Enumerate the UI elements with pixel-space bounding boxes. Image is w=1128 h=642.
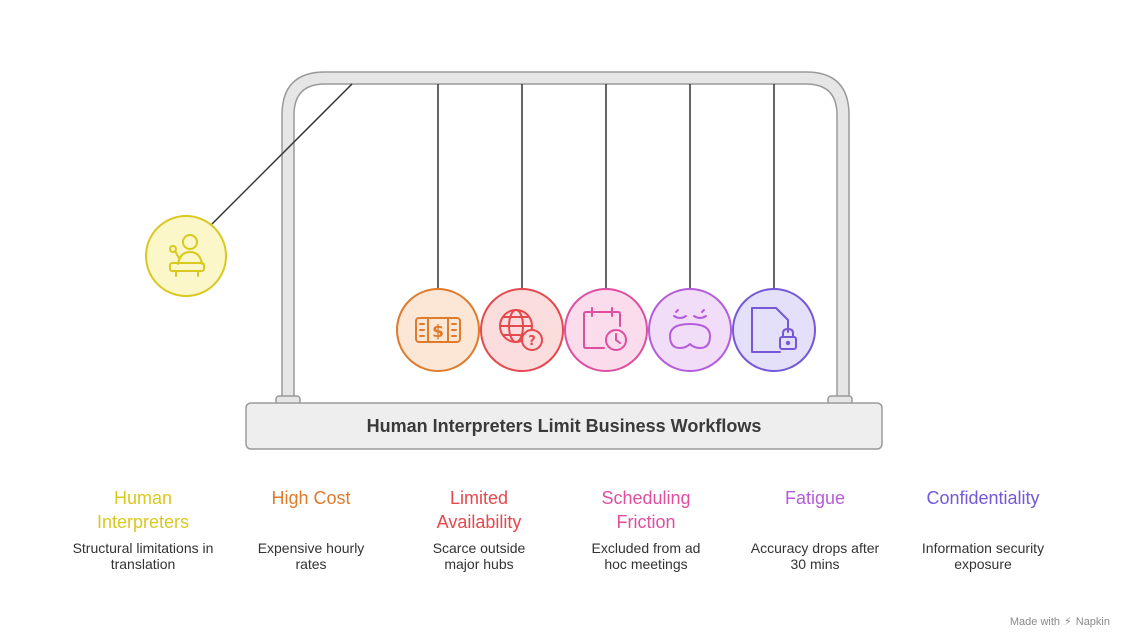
money-icon — [415, 317, 461, 343]
ball-high-cost: $ — [396, 288, 480, 372]
item-description: Structural limitations in translation — [72, 540, 214, 572]
ball-scheduling-friction — [564, 288, 648, 372]
item-description: Excluded from ad hoc meetings — [591, 540, 701, 572]
item-description: Expensive hourly rates — [257, 540, 365, 572]
ball-confidentiality — [732, 288, 816, 372]
credit: Made with ⚡ Napkin — [1009, 615, 1110, 629]
dollar-glyph: $ — [432, 322, 444, 342]
ball-limited-availability: ? — [480, 288, 564, 372]
item-title: Limited Availability — [436, 488, 522, 532]
ball-human-interpreters — [145, 215, 227, 297]
string-human-interpreters — [211, 83, 353, 225]
credit-brand: Napkin — [1075, 615, 1110, 628]
file-lock-icon — [751, 307, 797, 353]
interpreter-icon — [169, 234, 205, 277]
question-glyph: ? — [528, 334, 536, 349]
item-title: Scheduling Friction — [601, 488, 691, 532]
sleep-mask-icon — [669, 309, 711, 349]
base-title: Human Interpreters Limit Business Workfl… — [366, 415, 762, 436]
napkin-logo-icon: ⚡ — [1064, 616, 1072, 628]
item-description: Information security exposure — [921, 540, 1045, 572]
item-title: Human Interpreters — [96, 488, 190, 532]
item-description: Accuracy drops after 30 mins — [750, 540, 880, 572]
calendar-clock-icon — [583, 307, 627, 351]
ball-fatigue — [648, 288, 732, 372]
item-title: High Cost — [271, 488, 351, 508]
item-description: Scarce outside major hubs — [432, 540, 526, 572]
credit-prefix: Made with — [1009, 615, 1061, 628]
item-title: Fatigue — [784, 488, 846, 508]
globe-question-icon — [499, 309, 543, 351]
item-title: Confidentiality — [926, 488, 1040, 508]
cradle-base — [245, 402, 883, 450]
